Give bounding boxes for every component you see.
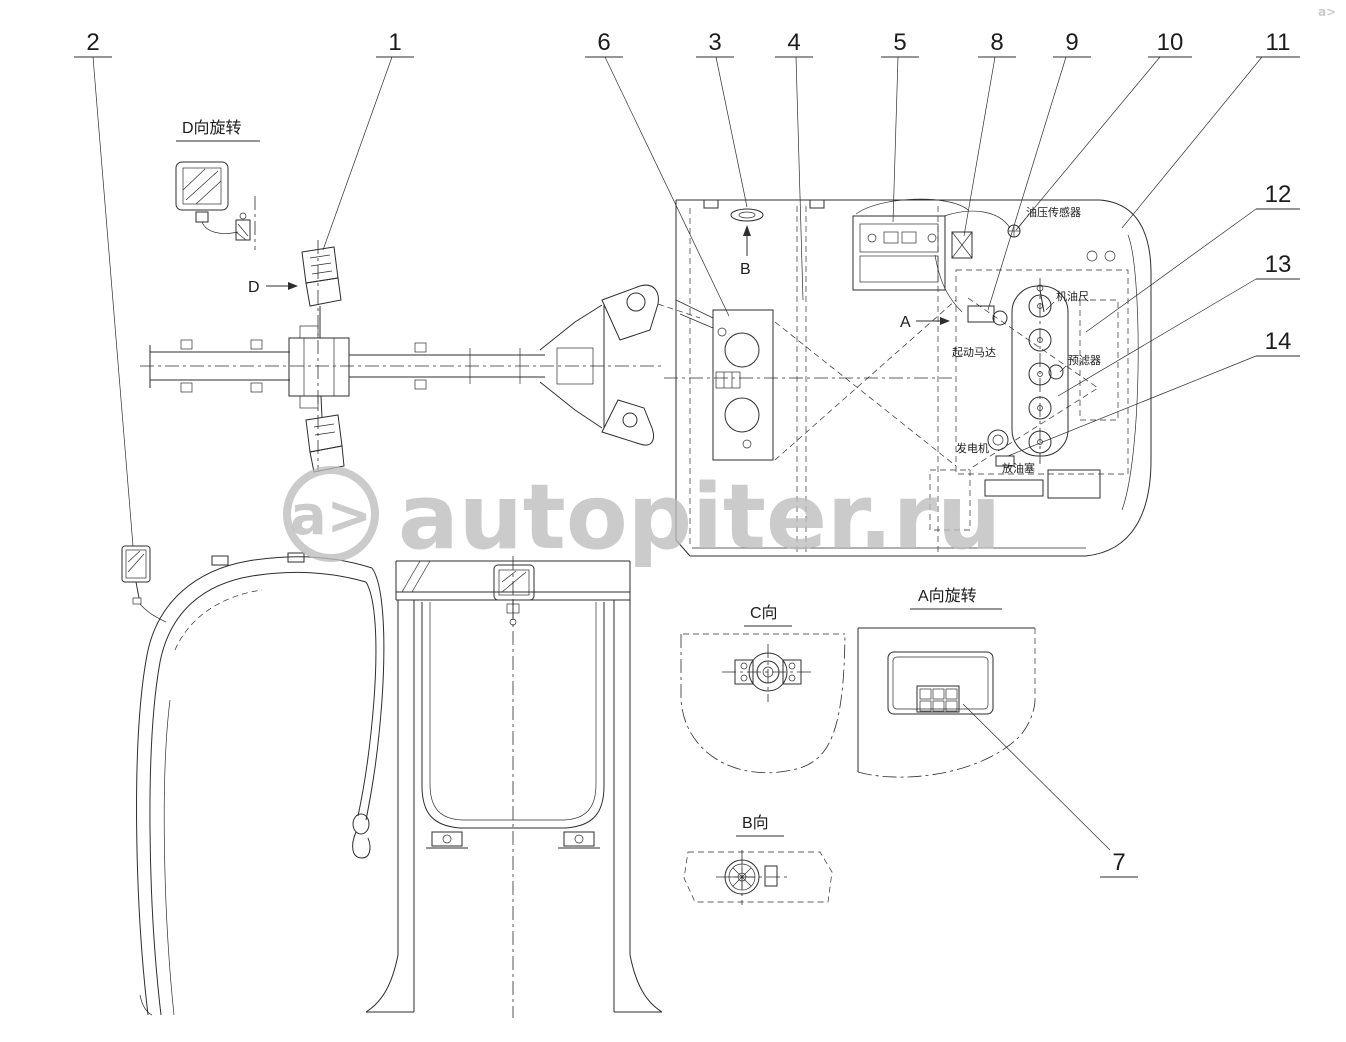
callout-1: 1 <box>322 29 414 251</box>
oil-pressure-sensor-label: 油压传感器 <box>1026 205 1081 219</box>
callout-3: 3 <box>696 29 748 208</box>
corner-watermark-logo: a> <box>1318 5 1336 19</box>
seat-frame-drawing <box>365 556 663 1018</box>
view-a-arrow-label: A <box>900 314 911 331</box>
svg-text:1: 1 <box>388 29 401 56</box>
callout-7: 7 <box>962 703 1138 878</box>
view-b-arrow-label: B <box>740 261 751 278</box>
view-a-rotation-label: A向旋转 <box>918 587 977 605</box>
cab-frame-drawing <box>121 545 385 1016</box>
svg-text:5: 5 <box>893 29 906 56</box>
engine-compartment-view: B <box>664 198 1152 557</box>
callout-11: 11 <box>1121 29 1300 229</box>
view-c-detail: C向 <box>680 604 846 774</box>
svg-text:6: 6 <box>597 29 610 56</box>
view-d-arrow-label: D <box>248 279 260 296</box>
starter-motor-label: 起动马达 <box>952 346 996 359</box>
svg-text:3: 3 <box>708 29 721 56</box>
view-d-rotation-label: D向旋转 <box>182 119 242 137</box>
svg-text:12: 12 <box>1265 181 1292 208</box>
callout-13: 13 <box>1057 251 1300 397</box>
callout-8: 8 <box>963 29 1016 237</box>
svg-text:9: 9 <box>1065 29 1078 56</box>
callout-6: 6 <box>585 29 730 317</box>
svg-text:4: 4 <box>787 29 800 56</box>
pre-filter-label: 预滤器 <box>1068 354 1101 367</box>
svg-text:13: 13 <box>1265 251 1292 278</box>
view-b-detail: B向 <box>683 814 833 905</box>
watermark: a> autopiter.ru a> <box>283 5 1336 570</box>
callout-14: 14 <box>1007 328 1300 457</box>
generator-label: 发电机 <box>956 441 989 455</box>
watermark-text: autopiter.ru <box>398 465 1001 570</box>
view-b-label: B向 <box>742 814 769 832</box>
view-c-label: C向 <box>750 604 778 622</box>
svg-text:8: 8 <box>990 29 1003 56</box>
callout-10: 10 <box>1015 29 1192 231</box>
watermark-logo: a> <box>290 484 372 547</box>
svg-text:14: 14 <box>1265 328 1292 355</box>
oil-dipstick-label: 机油尺 <box>1056 289 1089 303</box>
callout-4: 4 <box>775 29 813 301</box>
lamp-detail-view-d: D向旋转 D <box>175 119 298 296</box>
callout-5: 5 <box>881 29 919 223</box>
callout-2: 2 <box>74 29 134 547</box>
callout-12: 12 <box>1085 181 1300 333</box>
svg-text:11: 11 <box>1266 29 1291 56</box>
svg-text:2: 2 <box>86 29 99 56</box>
view-a-rotation-detail: A向旋转 <box>857 587 1036 778</box>
axle-assembly-drawing <box>140 240 701 473</box>
svg-text:10: 10 <box>1157 29 1184 56</box>
callout-group: 2 1 6 3 4 5 8 9 <box>74 29 1300 878</box>
drain-plug-label: 放油塞 <box>1002 461 1035 475</box>
svg-text:7: 7 <box>1112 849 1125 876</box>
callout-9: 9 <box>987 29 1091 311</box>
